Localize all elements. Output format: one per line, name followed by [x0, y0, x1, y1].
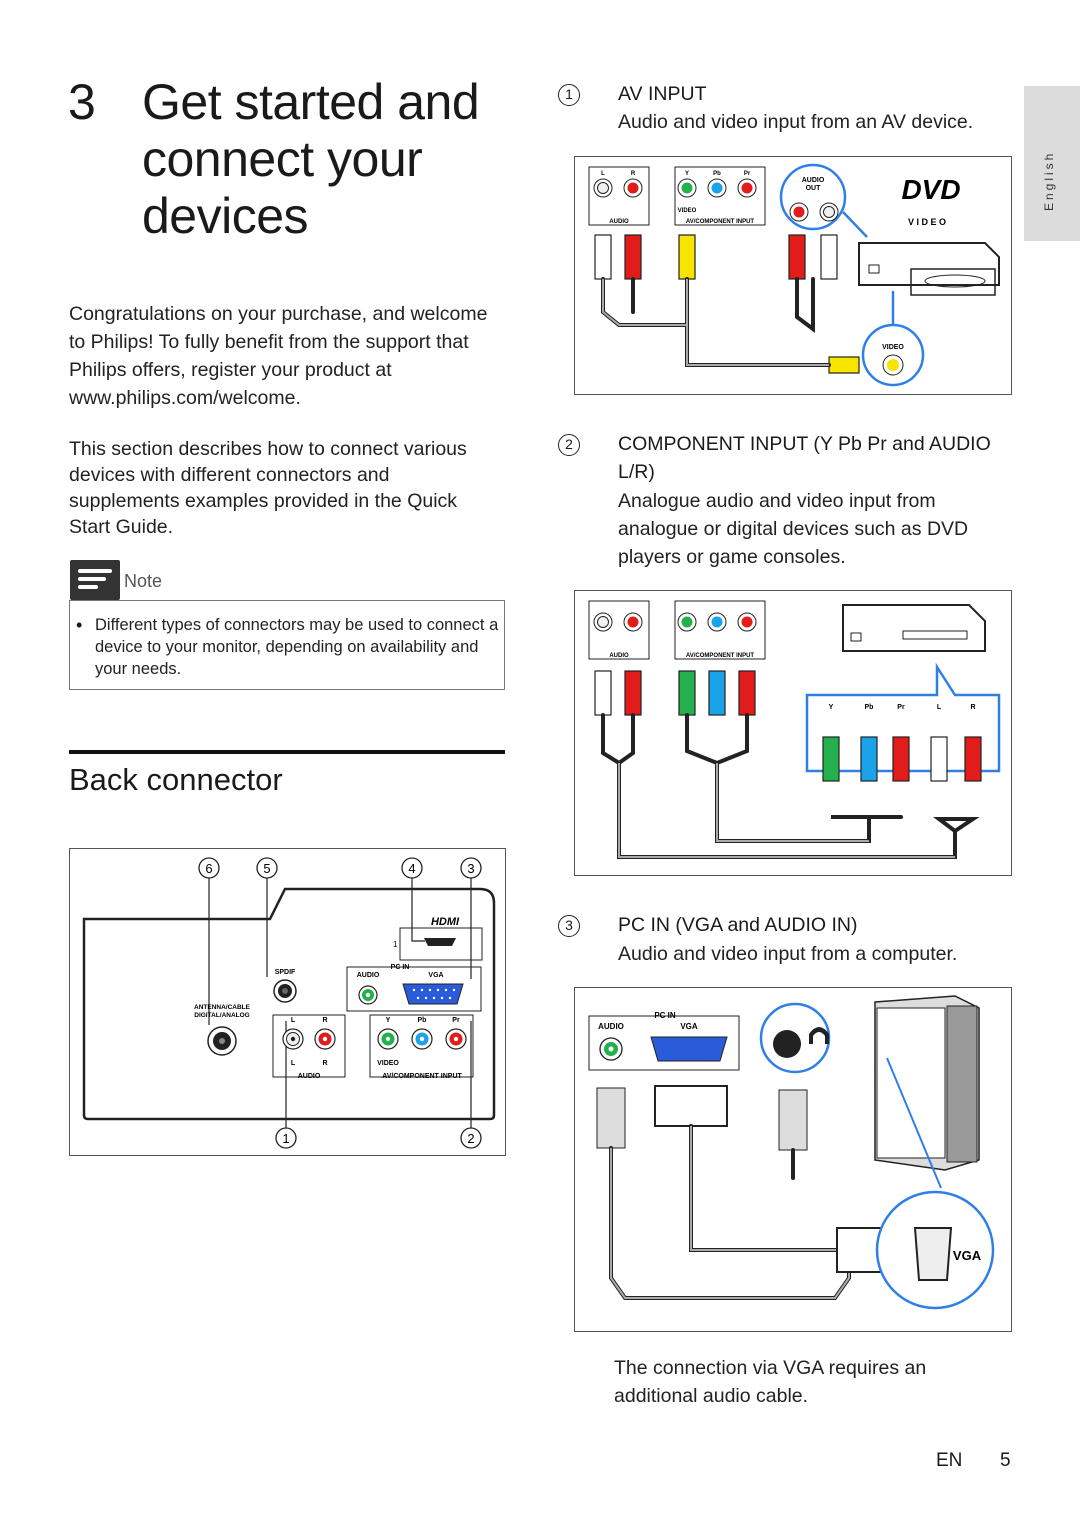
- pc-fig-vga-label: VGA: [680, 1022, 698, 1031]
- dev-pb-label: Pb: [865, 704, 874, 711]
- av-l-label: L: [601, 171, 605, 177]
- item-2-title: COMPONENT INPUT (Y Pb Pr and AUDIO L/R): [618, 433, 991, 483]
- av-input-diagram: L R AUDIO Y Pb Pr VIDEO AV/COMPONENT INP…: [588, 163, 1000, 387]
- chapter-heading: 3 Get started and connect your devices: [68, 74, 518, 254]
- component-pb-label: Pb: [418, 1017, 427, 1024]
- item-3-number: 3: [558, 915, 580, 937]
- av-r-label: R: [631, 171, 636, 177]
- callout-2-label: 2: [467, 1131, 474, 1146]
- antenna-label-1: ANTENNA/CABLE: [194, 1004, 251, 1011]
- note-icon: [70, 560, 120, 600]
- av-component-label: AV/COMPONENT INPUT: [686, 219, 755, 225]
- section-title: Back connector: [69, 762, 283, 797]
- callout-3: 3: [460, 857, 482, 879]
- intro-paragraph-1: Congratulations on your purchase, and we…: [69, 303, 488, 409]
- av-pr-label: Pr: [744, 171, 751, 177]
- av-video-label: VIDEO: [678, 208, 697, 214]
- callout-5: 5: [256, 857, 278, 879]
- chapter-title: Get started and connect your devices: [142, 74, 480, 244]
- callout-6: 6: [198, 857, 220, 879]
- item-1-desc: Audio and video input from an AV device.: [618, 111, 974, 133]
- dev-l-label: L: [937, 704, 942, 711]
- dev-y-label: Y: [829, 704, 834, 711]
- vga-port-label: VGA: [953, 1248, 982, 1263]
- chapter-number: 3: [68, 74, 96, 130]
- footer-lang: EN: [936, 1450, 963, 1471]
- hdmi-logo: HDMI: [431, 916, 460, 928]
- dvd-logo: DVD: [901, 174, 960, 205]
- item-1-number: 1: [558, 84, 580, 106]
- audio-r-label: R: [322, 1017, 327, 1024]
- page-number: 5: [1000, 1450, 1011, 1471]
- note-text: Different types of connectors may be use…: [95, 616, 499, 678]
- pc-fig-pcin-label: PC IN: [654, 1011, 676, 1020]
- antenna-label-2: DIGITAL/ANALOG: [194, 1012, 250, 1019]
- av-y-label: Y: [685, 171, 689, 177]
- language-tab-label: English: [1042, 150, 1056, 211]
- callout-3-label: 3: [467, 861, 474, 876]
- component-input-figure: AUDIO AV/COMPONENT INPUT Y Pb Pr L R: [574, 590, 1012, 876]
- callout-2: 2: [460, 1127, 482, 1149]
- audio-out-label-2: OUT: [806, 185, 822, 192]
- component-y-label: Y: [386, 1017, 391, 1024]
- section-rule: [69, 750, 505, 754]
- intro-paragraph-2: This section describes how to connect va…: [69, 438, 467, 538]
- comp-audio-label: AUDIO: [609, 653, 629, 659]
- item-2-number: 2: [558, 434, 580, 456]
- av-input-figure: L R AUDIO Y Pb Pr VIDEO AV/COMPONENT INP…: [574, 156, 1012, 395]
- bullet-icon: •: [76, 615, 83, 635]
- dev-pr-label: Pr: [897, 704, 905, 711]
- component-pr-label: Pr: [452, 1017, 460, 1024]
- av-pb-label: Pb: [713, 171, 721, 177]
- dev-r-label: R: [970, 704, 975, 711]
- audio-r-label-2: R: [322, 1060, 327, 1067]
- callout-5-label: 5: [263, 861, 270, 876]
- av-component-label: AV/COMPONENT INPUT: [382, 1073, 462, 1080]
- hdmi-port-number: 1: [393, 940, 398, 949]
- callout-4-label: 4: [408, 861, 415, 876]
- audio-group-label: AUDIO: [298, 1073, 321, 1080]
- pc-input-figure: PC IN AUDIO VGA VGA: [574, 987, 1012, 1332]
- comp-av-component-label: AV/COMPONENT INPUT: [686, 653, 755, 659]
- vga-note: The connection via VGA requires an addit…: [614, 1357, 927, 1407]
- audio-out-label-1: AUDIO: [802, 177, 825, 184]
- language-tab: English: [1024, 86, 1080, 241]
- hdmi-port-icon: [424, 938, 456, 946]
- video-label: VIDEO: [377, 1060, 399, 1067]
- item-2-desc: Analogue audio and video input from anal…: [618, 490, 969, 568]
- pc-in-label: PC IN: [391, 964, 410, 971]
- dvd-video-label: V I D E O: [908, 217, 946, 227]
- av-audio-label: AUDIO: [609, 219, 629, 225]
- spdif-label: SPDIF: [275, 969, 296, 976]
- back-panel-diagram: 6 5 4 3 1 2 HDMI 1 PC IN AUDIO VGA SPDIF: [82, 857, 496, 1149]
- pc-vga-label: VGA: [428, 972, 443, 979]
- component-input-diagram: AUDIO AV/COMPONENT INPUT Y Pb Pr L R: [588, 600, 1001, 859]
- note-box: • Different types of connectors may be u…: [69, 600, 505, 690]
- audio-l-label-2: L: [291, 1060, 296, 1067]
- headphone-icon: [809, 1027, 829, 1044]
- pc-fig-audio-label: AUDIO: [598, 1022, 624, 1031]
- item-1-title: AV INPUT: [618, 83, 707, 105]
- pc-audio-label: AUDIO: [357, 972, 380, 979]
- callout-1: 1: [275, 1127, 297, 1149]
- callout-1-label: 1: [282, 1131, 289, 1146]
- item-3-title: PC IN (VGA and AUDIO IN): [618, 914, 858, 936]
- item-3-desc: Audio and video input from a computer.: [618, 943, 958, 965]
- callout-6-label: 6: [205, 861, 212, 876]
- note-label: Note: [124, 571, 163, 591]
- audio-l-label: L: [291, 1017, 296, 1024]
- dvd-video-out-label: VIDEO: [882, 344, 904, 351]
- pc-input-diagram: PC IN AUDIO VGA VGA: [588, 995, 995, 1310]
- back-panel-figure: 6 5 4 3 1 2 HDMI 1 PC IN AUDIO VGA SPDIF: [69, 848, 506, 1156]
- callout-4: 4: [401, 857, 423, 879]
